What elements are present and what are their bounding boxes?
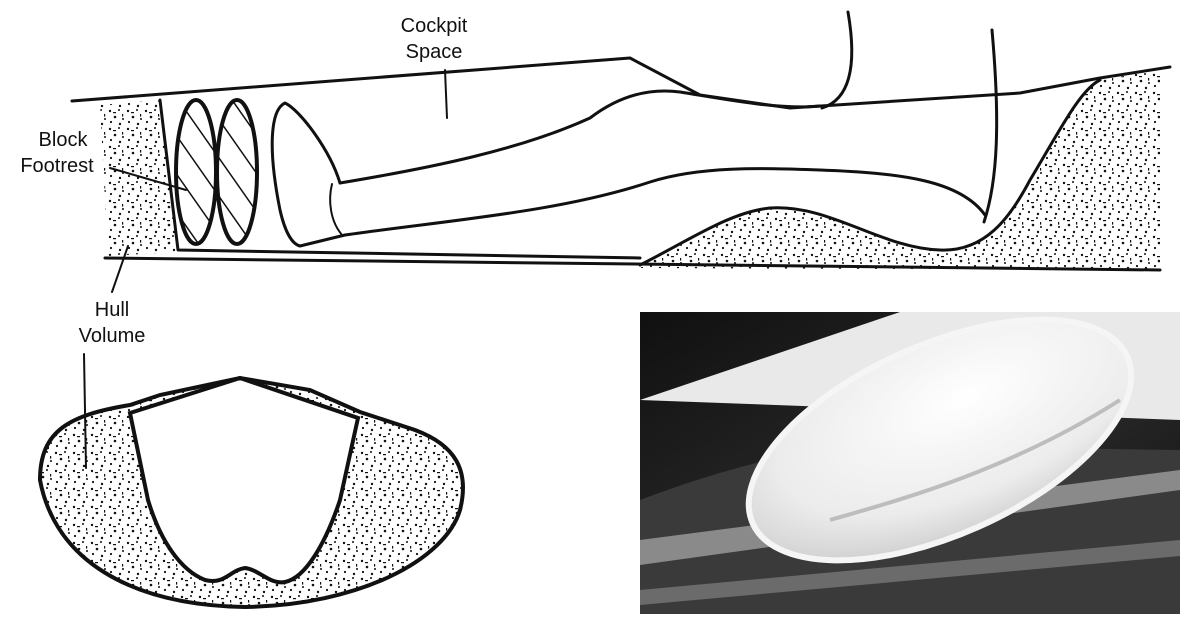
- svg-text:Volume: Volume: [79, 325, 146, 347]
- label-cockpit-space: Cockpit Space: [401, 15, 468, 118]
- paddler-back: [822, 12, 852, 108]
- svg-text:Cockpit: Cockpit: [401, 15, 468, 37]
- paddler-hip: [984, 30, 997, 222]
- hull-volume-front: [100, 100, 178, 256]
- paddler-leg: [272, 103, 985, 246]
- kayak-cockpit-photo: [640, 270, 1180, 614]
- block-footrest-2: [217, 100, 257, 244]
- block-footrest-1: [176, 100, 216, 244]
- cross-section-diagram: [40, 378, 463, 607]
- ankle-band: [330, 184, 343, 236]
- svg-text:Footrest: Footrest: [20, 155, 94, 177]
- side-view-diagram: [72, 12, 1170, 270]
- svg-text:Space: Space: [406, 41, 463, 63]
- svg-text:Hull: Hull: [95, 299, 129, 321]
- svg-text:Block: Block: [39, 129, 89, 151]
